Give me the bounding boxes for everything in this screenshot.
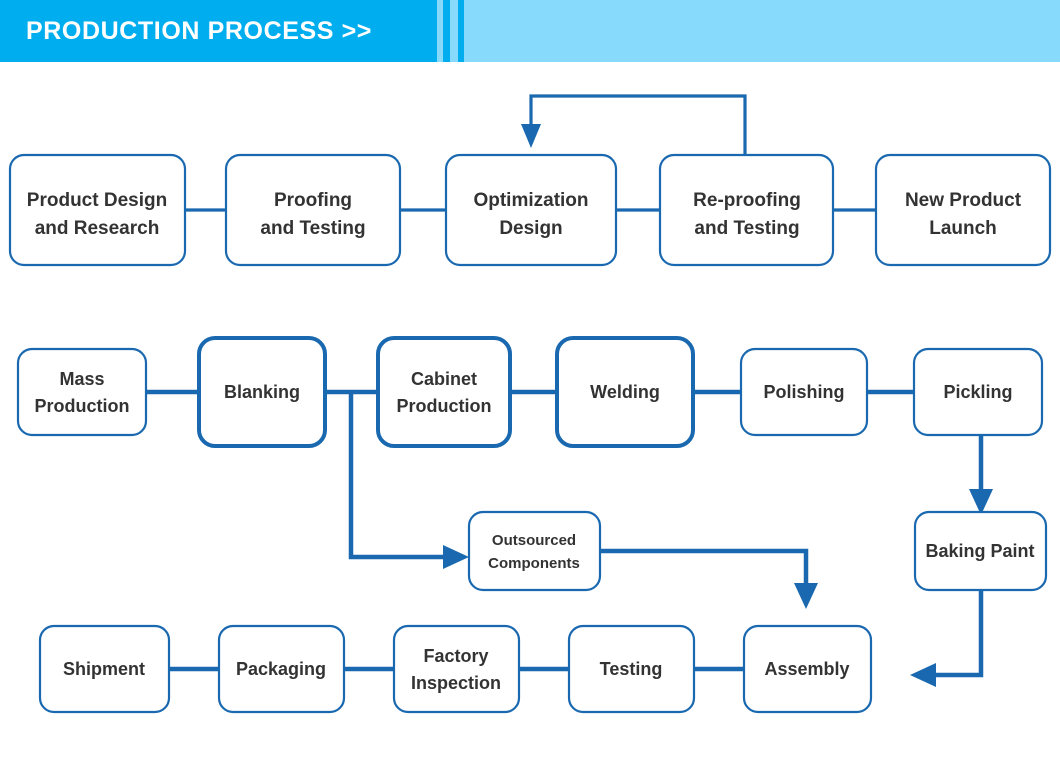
node-mass-production[interactable]: Mass Production [16, 347, 148, 437]
row3-connectors [600, 548, 984, 687]
node-label-line-1: Re-proofing [693, 190, 801, 211]
node-box[interactable] [217, 624, 346, 714]
node-welding[interactable]: Welding [555, 336, 695, 448]
node-label-line-2: Components [488, 555, 580, 572]
node-label-line-1: Blanking [224, 382, 300, 402]
node-label-line-2: Inspection [411, 673, 501, 693]
outsourced-to-assembly-arrowhead [794, 583, 818, 609]
row2-connectors [146, 389, 993, 569]
link-feedback-loop [529, 94, 747, 157]
node-re-proofing-and-testing[interactable]: Re-proofing and Testing [658, 153, 835, 267]
node-shipment[interactable]: Shipment [38, 624, 171, 714]
node-packaging[interactable]: Packaging [217, 624, 346, 714]
node-label-line-2: Design [499, 218, 562, 239]
node-box[interactable] [8, 153, 187, 267]
node-label-line-1: Proofing [274, 190, 352, 211]
node-box[interactable] [555, 336, 695, 448]
node-label-line-2: and Testing [694, 218, 799, 239]
node-box[interactable] [224, 153, 402, 267]
node-box[interactable] [742, 624, 873, 714]
node-box[interactable] [567, 624, 696, 714]
node-label-line-2: and Research [35, 218, 160, 239]
node-label-line-2: Production [35, 396, 130, 416]
node-pickling[interactable]: Pickling [912, 347, 1044, 437]
node-box[interactable] [444, 153, 618, 267]
node-box[interactable] [913, 510, 1048, 592]
header-title-block [0, 0, 437, 62]
node-label-line-1: Outsourced [492, 532, 576, 549]
node-label-line-1: Factory [423, 646, 488, 666]
node-label-line-1: Shipment [63, 659, 145, 679]
node-box[interactable] [739, 347, 869, 437]
node-product-design-and-research[interactable]: Product Design and Research [8, 153, 187, 267]
node-label-line-1: Testing [600, 659, 663, 679]
node-box[interactable] [376, 336, 512, 448]
page-title: PRODUCTION PROCESS >> [26, 17, 372, 45]
node-label-line-1: Assembly [764, 659, 849, 679]
node-label-line-1: Product Design [27, 190, 167, 211]
header-stripe-2 [458, 0, 464, 62]
node-box[interactable] [38, 624, 171, 714]
node-blanking[interactable]: Blanking [197, 336, 327, 448]
node-label-line-1: Mass [59, 369, 104, 389]
feedback-loop-arrowhead [521, 124, 541, 148]
node-label-line-1: Baking Paint [925, 541, 1034, 561]
node-box[interactable] [16, 347, 148, 437]
node-box[interactable] [197, 336, 327, 448]
node-label-line-1: Welding [590, 382, 660, 402]
node-box[interactable] [658, 153, 835, 267]
link-baking-paint-to-assembly [932, 589, 984, 678]
node-baking-paint[interactable]: Baking Paint [913, 510, 1048, 592]
production-process-flowchart: Product Design and Research Proofing and… [0, 62, 1060, 763]
node-testing[interactable]: Testing [567, 624, 696, 714]
header-stripe-1 [443, 0, 450, 62]
node-label-line-1: Packaging [236, 659, 326, 679]
node-box[interactable] [874, 153, 1052, 267]
node-outsourced-components[interactable]: Outsourced Components [467, 510, 602, 592]
page-header-banner: PRODUCTION PROCESS >> [0, 0, 1060, 62]
node-cabinet-production[interactable]: Cabinet Production [376, 336, 512, 448]
node-box[interactable] [467, 510, 602, 592]
node-assembly[interactable]: Assembly [742, 624, 873, 714]
link-outsourced-to-assembly [600, 548, 809, 587]
link-blanking-to-outsourced [348, 392, 448, 560]
node-factory-inspection[interactable]: Factory Inspection [392, 624, 521, 714]
node-label-line-2: Production [397, 396, 492, 416]
node-label-line-1: Polishing [764, 382, 845, 402]
node-label-line-1: Cabinet [411, 369, 477, 389]
baking-paint-to-assembly-arrowhead [910, 663, 936, 687]
baking-paint-arrowhead [969, 489, 993, 515]
node-optimization-design[interactable]: Optimization Design [444, 153, 618, 267]
node-box[interactable] [392, 624, 521, 714]
node-new-product-launch[interactable]: New Product Launch [874, 153, 1052, 267]
row1-connectors [185, 94, 876, 212]
node-label-line-1: Optimization [473, 190, 588, 211]
node-label-line-2: and Testing [260, 218, 365, 239]
blanking-branch-arrowhead [443, 545, 469, 569]
node-polishing[interactable]: Polishing [739, 347, 869, 437]
node-label-line-1: Pickling [943, 382, 1012, 402]
node-proofing-and-testing[interactable]: Proofing and Testing [224, 153, 402, 267]
node-label-line-2: Launch [929, 218, 997, 239]
node-label-line-1: New Product [905, 190, 1022, 211]
node-box[interactable] [912, 347, 1044, 437]
